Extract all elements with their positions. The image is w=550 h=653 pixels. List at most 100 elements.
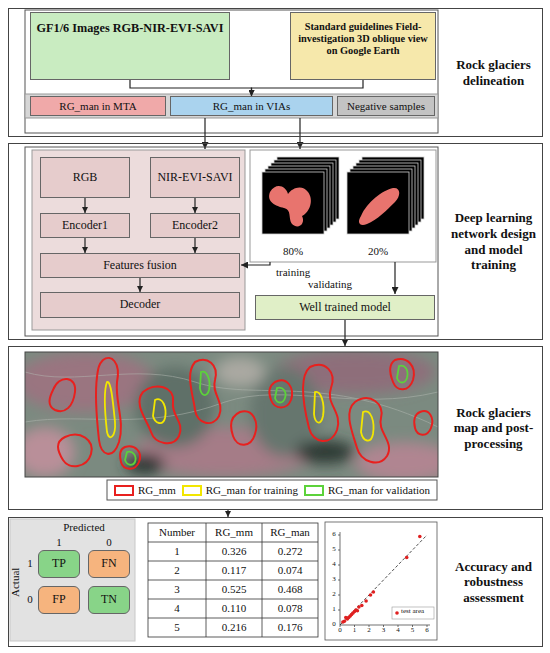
flow-arrow <box>130 80 252 96</box>
flow-arrow <box>84 238 85 253</box>
legend-text: RG_man for training <box>206 484 298 496</box>
legend-swatch <box>182 485 202 496</box>
process-box: Standard guidelines Field-investigation … <box>290 12 436 80</box>
process-box: RG_man in MTA <box>30 96 166 116</box>
flow-label: training <box>276 266 310 279</box>
table-cell: 3 <box>174 583 180 596</box>
stage-panel: Rock glaciers delineation GF1/6 Images RG… <box>8 8 543 137</box>
tick-label: 3 <box>382 627 386 634</box>
table-cell: 0.326 <box>222 545 247 558</box>
process-box: TN <box>88 586 130 614</box>
class-label: 1 <box>56 536 62 549</box>
box-text: TN <box>98 593 120 607</box>
tick-label: 4 <box>396 627 400 634</box>
legend-swatch <box>114 485 134 496</box>
tick-label: 5 <box>411 627 415 634</box>
legend-text: RG_mm <box>138 484 176 496</box>
tick-label: 0 <box>338 627 342 634</box>
table-cell: 0.176 <box>278 621 303 634</box>
flow-arrow <box>84 198 85 213</box>
flow-arrow <box>139 278 140 292</box>
flow-arrow <box>194 198 195 213</box>
axis-label: Predicted <box>63 521 105 534</box>
legend-text: test area <box>401 608 424 615</box>
process-box: Features fusion <box>40 253 240 278</box>
process-box: Decoder <box>40 292 240 318</box>
stage-panel: Deep learning network design and model t… <box>8 143 543 340</box>
tick-label: 2 <box>332 591 336 598</box>
axis-label: Actual <box>10 567 23 596</box>
flow-arrow <box>194 238 195 253</box>
process-box: TP <box>38 550 80 578</box>
process-box: Negative samples <box>337 96 435 116</box>
stage-label: Rock glaciers delineation <box>445 57 542 88</box>
legend-item: RG_mm <box>114 484 176 496</box>
box-text: Encoder1 <box>59 219 111 233</box>
tick-label: 1 <box>332 606 336 613</box>
flow-label: validating <box>308 278 352 291</box>
legend-item: RG_man for training <box>182 484 298 496</box>
tick-label: 0 <box>332 621 336 628</box>
table-cell: 0.468 <box>278 583 303 596</box>
tick-label: 1 <box>353 627 357 634</box>
tick-label: 4 <box>332 561 336 568</box>
table-cell: 0.272 <box>278 545 303 558</box>
box-text: FP <box>49 593 68 607</box>
box-text: Standard guidelines Field-investigation … <box>291 21 435 57</box>
box-text: GF1/6 Images RGB-NIR-EVI-SAVI <box>34 21 227 35</box>
process-box: FP <box>38 586 80 614</box>
box-text: Well trained model <box>296 301 394 315</box>
stage-label: Deep learning network design and model t… <box>445 210 542 272</box>
table-cell: Number <box>159 526 195 539</box>
process-box: Encoder1 <box>40 213 130 238</box>
legend-text: RG_man for validation <box>328 484 430 496</box>
legend-swatch <box>304 485 324 496</box>
table-cell: 2 <box>174 564 180 577</box>
table-cell: 0.078 <box>278 602 303 615</box>
table-cell: 4 <box>174 602 180 615</box>
table-cell: 0.117 <box>222 564 246 577</box>
box-text: Encoder2 <box>169 219 221 233</box>
process-box: RGB <box>40 157 130 198</box>
process-box: GF1/6 Images RGB-NIR-EVI-SAVI <box>30 12 230 80</box>
flow-arrow <box>344 320 345 346</box>
tick-label: 3 <box>332 576 336 583</box>
table-cell: RG_mm <box>215 526 253 539</box>
table-cell: 0.525 <box>222 583 247 596</box>
flow-arrow <box>252 80 364 96</box>
box-text: TP <box>49 557 69 571</box>
box-text: RGB <box>70 171 101 185</box>
box-text: Features fusion <box>100 259 180 273</box>
class-label: 0 <box>27 593 33 606</box>
tick-label: 5 <box>332 546 336 553</box>
process-box: RG_man in VIAs <box>170 96 333 116</box>
flow-arrow <box>227 510 228 517</box>
process-box: Well trained model <box>255 295 435 320</box>
class-label: 1 <box>27 557 33 570</box>
tick-label: 6 <box>425 627 429 634</box>
table-cell: 0.074 <box>278 564 303 577</box>
table-cell: RG_man <box>270 526 310 539</box>
stage-label: Accuracy and robustness assessment <box>445 559 542 606</box>
box-text: RG_man in VIAs <box>210 100 293 113</box>
table-cell: 0.216 <box>222 621 247 634</box>
table-cell: 0.110 <box>222 602 246 615</box>
box-text: Decoder <box>117 298 164 312</box>
table-cell: 1 <box>174 545 180 558</box>
class-label: 0 <box>106 536 112 549</box>
percent-label: 20% <box>368 245 388 258</box>
tick-label: 6 <box>332 531 336 538</box>
box-text: FN <box>98 557 119 571</box>
map-legend: RG_mm RG_man for training RG_man for valid… <box>108 481 436 499</box>
stage-label: Rock glaciers map and post-processing <box>445 405 542 452</box>
box-text: Negative samples <box>344 100 428 113</box>
process-box: Encoder2 <box>150 213 240 238</box>
box-text: NIR-EVI-SAVI <box>154 171 235 185</box>
process-box: NIR-EVI-SAVI <box>150 157 240 198</box>
legend-item: RG_man for validation <box>304 484 430 496</box>
process-box: FN <box>88 550 130 578</box>
box-text: RG_man in MTA <box>56 100 139 113</box>
tick-label: 2 <box>367 627 371 634</box>
percent-label: 80% <box>283 245 303 258</box>
table-cell: 5 <box>174 621 180 634</box>
